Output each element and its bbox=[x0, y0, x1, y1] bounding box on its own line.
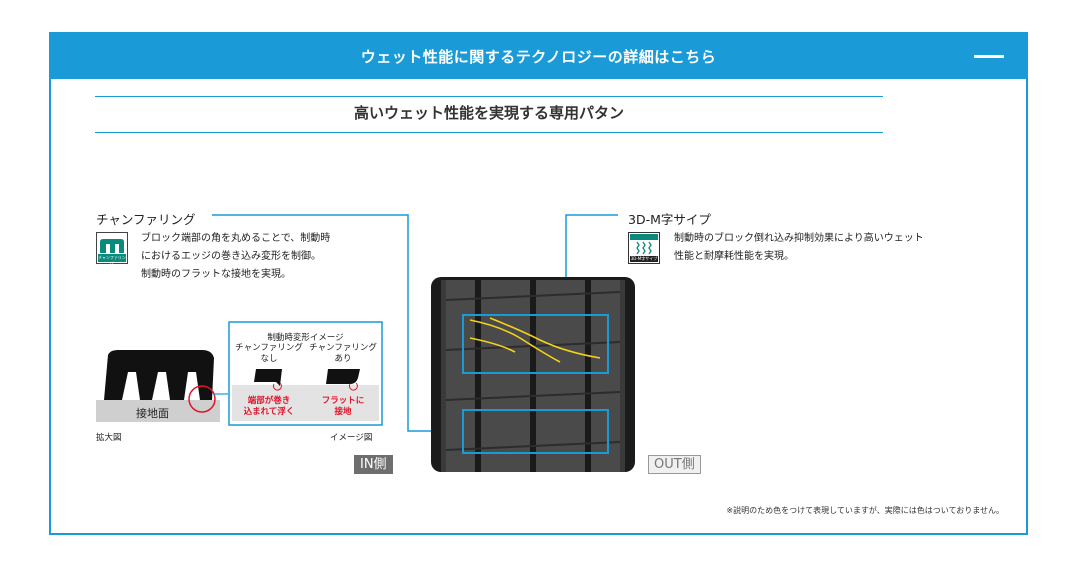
section-rule-top bbox=[95, 96, 883, 97]
accordion-header[interactable]: ウェット性能に関するテクノロジーの詳細はこちら bbox=[51, 34, 1026, 79]
siping-description: 制動時のブロック倒れ込み抑制効果により高いウェット 性能と耐摩耗性能を実現。 bbox=[674, 230, 924, 266]
chamfering-icon: チャンファリング bbox=[96, 232, 128, 266]
siping-region-box bbox=[462, 314, 609, 374]
section-rule-bottom bbox=[95, 132, 883, 133]
block-without-chamfer bbox=[254, 369, 282, 386]
out-side-label: OUT側 bbox=[648, 455, 701, 474]
enlarged-block-illustration bbox=[96, 350, 228, 422]
chamfering-desc-line: ブロック端部の角を丸めることで、制動時 bbox=[141, 233, 331, 244]
chamfering-region-box bbox=[462, 409, 609, 454]
chamfering-icon-label: チャンファリング bbox=[98, 255, 126, 266]
ground-contact-label: 接地面 bbox=[136, 407, 169, 420]
in-side-label: IN側 bbox=[354, 455, 393, 474]
siping-title: 3D-M字サイプ bbox=[628, 212, 711, 227]
block-with-chamfer bbox=[326, 369, 360, 384]
tire-illustration bbox=[431, 277, 635, 472]
accordion-title: ウェット性能に関するテクノロジーの詳細はこちら bbox=[360, 48, 717, 66]
sipe-highlight bbox=[489, 317, 601, 359]
siping-icon: 3D-M字サイプ bbox=[628, 232, 660, 264]
without-chamfer-result: 端部が巻き 込まれて浮く bbox=[243, 396, 295, 417]
siping-desc-line: 制動時のブロック倒れ込み抑制効果により高いウェット bbox=[674, 233, 924, 244]
deformation-title: 制動時変形イメージ bbox=[267, 333, 344, 343]
chamfer-highlight-circle bbox=[188, 385, 216, 413]
without-chamfer-label: チャンファリング なし bbox=[235, 343, 303, 364]
siping-icon-label: 3D-M字サイプ bbox=[630, 256, 658, 261]
section-title: 高いウェット性能を実現する専用パタン bbox=[353, 104, 624, 122]
chamfering-desc-line: におけるエッジの巻き込み変形を制御。 bbox=[141, 251, 321, 262]
siping-desc-line: 性能と耐摩耗性能を実現。 bbox=[674, 251, 794, 262]
enlarged-caption: 拡大図 bbox=[96, 433, 122, 443]
footnote: ※説明のため色をつけて表現していますが、実際には色はついておりません。 bbox=[726, 506, 1004, 515]
chamfering-desc-line: 制動時のフラットな接地を実現。 bbox=[141, 269, 291, 280]
sipe-highlight bbox=[469, 319, 561, 363]
image-caption: イメージ図 bbox=[330, 433, 373, 443]
chamfering-description: ブロック端部の角を丸めることで、制動時 におけるエッジの巻き込み変形を制御。 制… bbox=[141, 230, 330, 284]
content-frame: ウェット性能に関するテクノロジーの詳細はこちら bbox=[49, 32, 1028, 535]
with-chamfer-label: チャンファリング あり bbox=[309, 343, 377, 364]
chamfering-title: チャンファリング bbox=[96, 212, 196, 227]
with-chamfer-result: フラットに 接地 bbox=[321, 396, 365, 417]
sipe-highlight bbox=[469, 337, 516, 353]
collapse-minus-icon[interactable] bbox=[974, 55, 1004, 58]
